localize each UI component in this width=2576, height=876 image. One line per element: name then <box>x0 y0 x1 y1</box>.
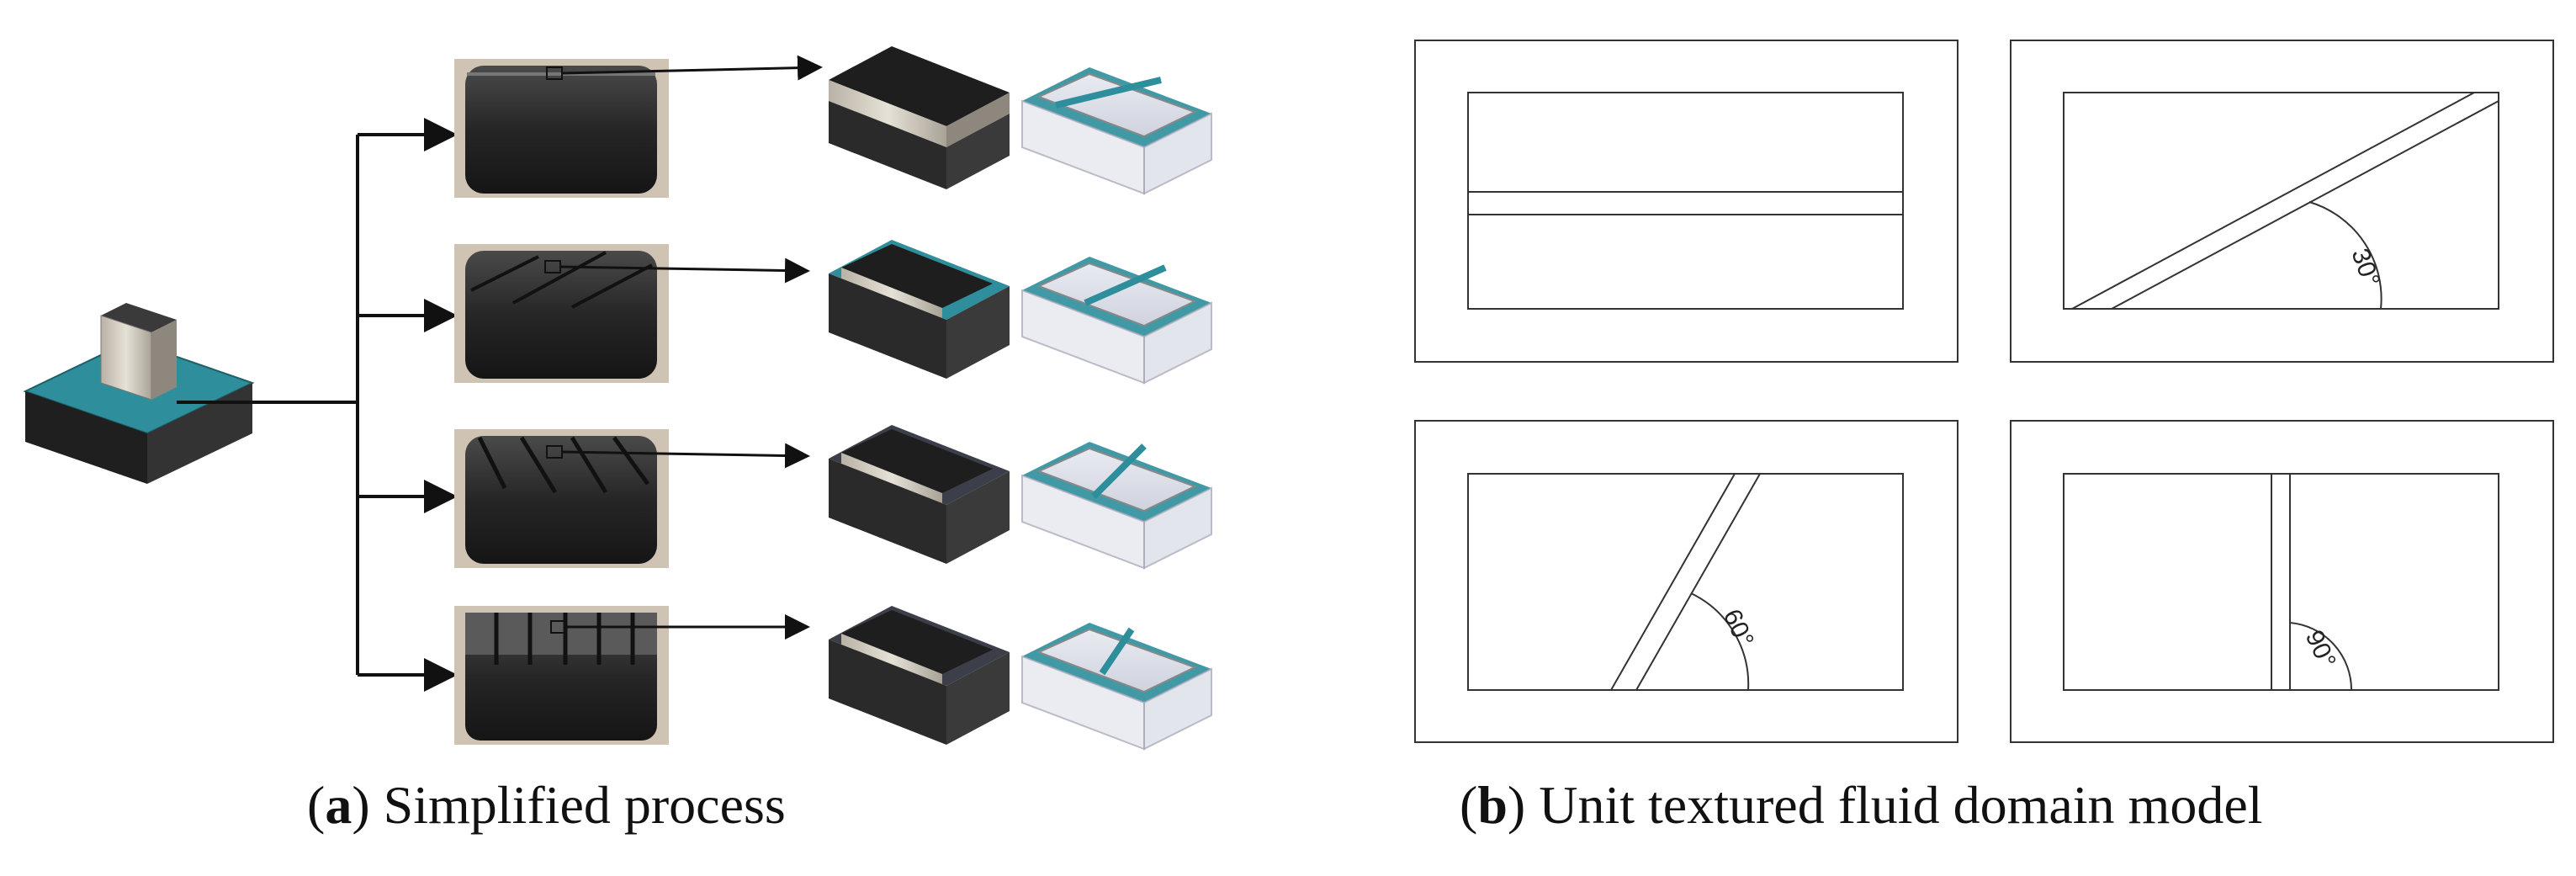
base-workpiece <box>23 303 255 484</box>
specimen-photo-2 <box>454 244 669 383</box>
model-arrows <box>559 55 823 640</box>
fluid-model-3 <box>1021 442 1212 570</box>
domain-90-deg: 90° <box>2010 420 2554 743</box>
caption-letter-b: b <box>1477 775 1508 835</box>
caption-text-a: Simplified process <box>383 775 786 835</box>
caption-panel-b: (b) Unit textured fluid domain model <box>1460 775 2263 835</box>
fluid-model-2 <box>1021 257 1212 385</box>
domain-0-deg <box>1414 40 1959 363</box>
solid-model-1 <box>829 46 1010 189</box>
fluid-model-1 <box>1021 67 1212 195</box>
specimen-photo-4 <box>454 606 669 745</box>
caption-letter-a: a <box>325 775 352 835</box>
solid-model-4 <box>829 606 1010 745</box>
specimen-photo-1 <box>454 59 669 198</box>
specimen-photo-3 <box>454 429 669 568</box>
panel-a <box>23 46 1212 751</box>
domain-30-deg: 30° <box>2010 40 2554 363</box>
solid-model-3 <box>829 425 1010 564</box>
caption-text-b: Unit textured fluid domain model <box>1539 775 2263 835</box>
fluid-model-4 <box>1021 623 1212 751</box>
domain-60-deg: 60° <box>1414 420 1959 743</box>
caption-panel-a: (a) Simplified process <box>307 775 786 835</box>
process-connectors <box>177 118 458 692</box>
panel-b: 30° 60° 90° <box>1414 40 2554 743</box>
solid-model-2 <box>829 240 1010 379</box>
